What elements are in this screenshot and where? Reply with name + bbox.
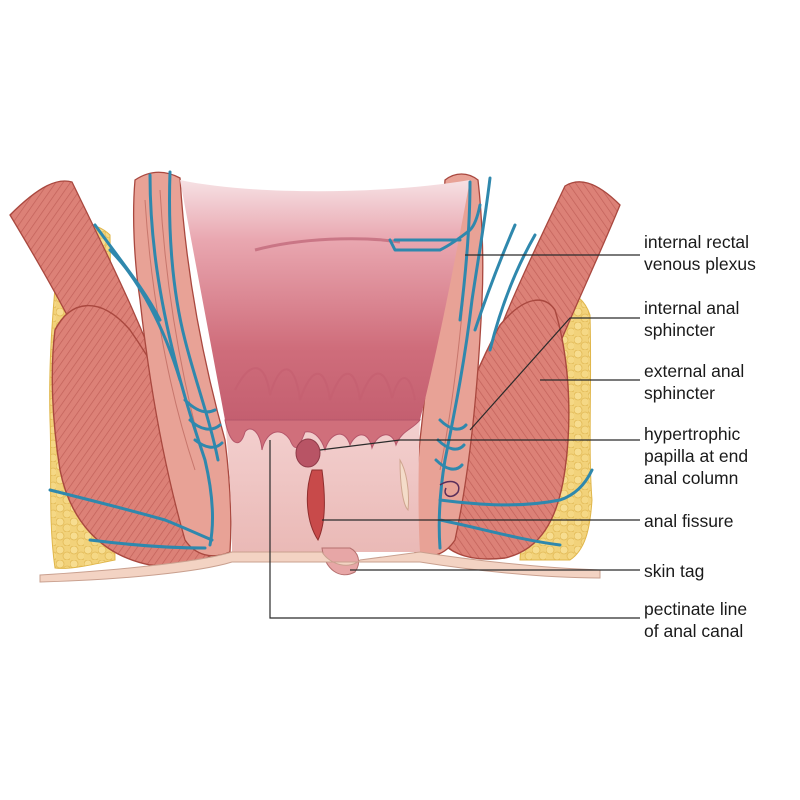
label-line: sphincter: [644, 383, 716, 403]
label-line: papilla at end: [644, 446, 749, 466]
label-line: external anal: [644, 361, 745, 381]
label-line: pectinate line: [644, 599, 748, 619]
leader-lines: [269, 254, 640, 619]
label-pectinate-line: pectinate line of anal canal: [644, 598, 747, 642]
label-line: internal anal: [644, 298, 740, 318]
label-skin-tag: skin tag: [644, 560, 704, 582]
hypertrophic-papilla: [295, 438, 321, 468]
label-line: skin tag: [644, 561, 705, 581]
label-anal-fissure: anal fissure: [644, 510, 734, 532]
rectum-lumen: [180, 180, 470, 420]
vein-network: [48, 170, 594, 550]
label-internal-anal-sphincter: internal anal sphincter: [644, 297, 739, 341]
label-internal-rectal-venous-plexus: internal rectal venous plexus: [644, 231, 756, 275]
label-line: hypertrophic: [644, 424, 741, 444]
leader-pectinate-line: [269, 440, 640, 619]
label-hypertrophic-papilla: hypertrophic papilla at end anal column: [644, 423, 748, 489]
anal-columns: [224, 419, 422, 452]
skin-tag-shape: [321, 547, 360, 576]
right-external-sphincter: [429, 299, 570, 560]
anal-fissure-shape: [306, 469, 325, 542]
leader-internal-anal-sphincter: [469, 317, 640, 431]
label-external-anal-sphincter: external anal sphincter: [644, 360, 744, 404]
label-line: of anal canal: [644, 621, 744, 641]
leader-hypertrophic-papilla: [319, 439, 640, 451]
label-line: sphincter: [644, 320, 716, 340]
label-line: internal rectal: [644, 232, 750, 252]
label-line: anal column: [644, 468, 739, 488]
label-line: venous plexus: [644, 254, 756, 274]
perianal-skin: [39, 551, 601, 583]
label-line: anal fissure: [644, 511, 734, 531]
